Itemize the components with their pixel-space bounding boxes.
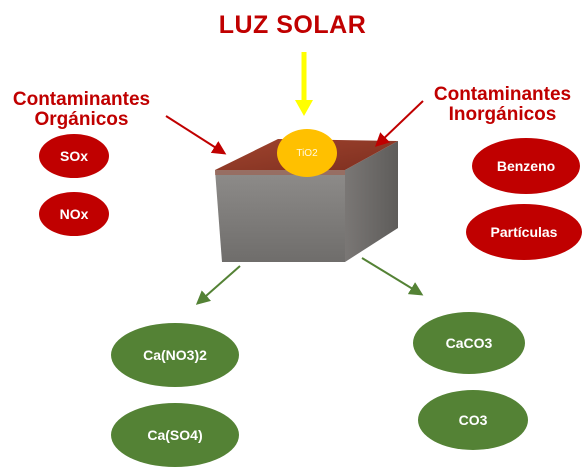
- bubble-ca-so4: Ca(SO4): [111, 403, 239, 467]
- bubble-nox: NOx: [39, 192, 109, 236]
- bubble-particulas: Partículas: [466, 204, 582, 260]
- bubble-ca-no3-2: Ca(NO3)2: [111, 323, 239, 387]
- paver-brick: [215, 139, 398, 262]
- diagram-canvas: [165, 52, 424, 305]
- organic-arrow: [165, 115, 227, 155]
- bubble-benzeno: Benzeno: [472, 138, 580, 194]
- sunlight-arrow: [295, 52, 313, 116]
- heading-inorganicos-line1: Contaminantes: [433, 84, 572, 105]
- heading-inorganicos: Contaminantes Inorgánicos: [430, 85, 575, 125]
- product-left-arrow: [195, 265, 241, 305]
- product-right-arrow: [361, 257, 424, 296]
- catalyst-tio2: TiO2: [277, 129, 337, 177]
- heading-inorganicos-line2: Inorgánicos: [448, 104, 557, 125]
- heading-organicos-line2: Orgánicos: [34, 109, 129, 130]
- diagram-title: LUZ SOLAR: [218, 11, 367, 39]
- bubble-caco3: CaCO3: [413, 312, 525, 374]
- bubble-co3: CO3: [418, 390, 528, 450]
- heading-organicos-line1: Contaminantes: [12, 89, 151, 110]
- heading-organicos: Contaminantes Orgánicos: [9, 90, 154, 130]
- inorganic-arrow: [374, 100, 424, 147]
- bubble-sox: SOx: [39, 134, 109, 178]
